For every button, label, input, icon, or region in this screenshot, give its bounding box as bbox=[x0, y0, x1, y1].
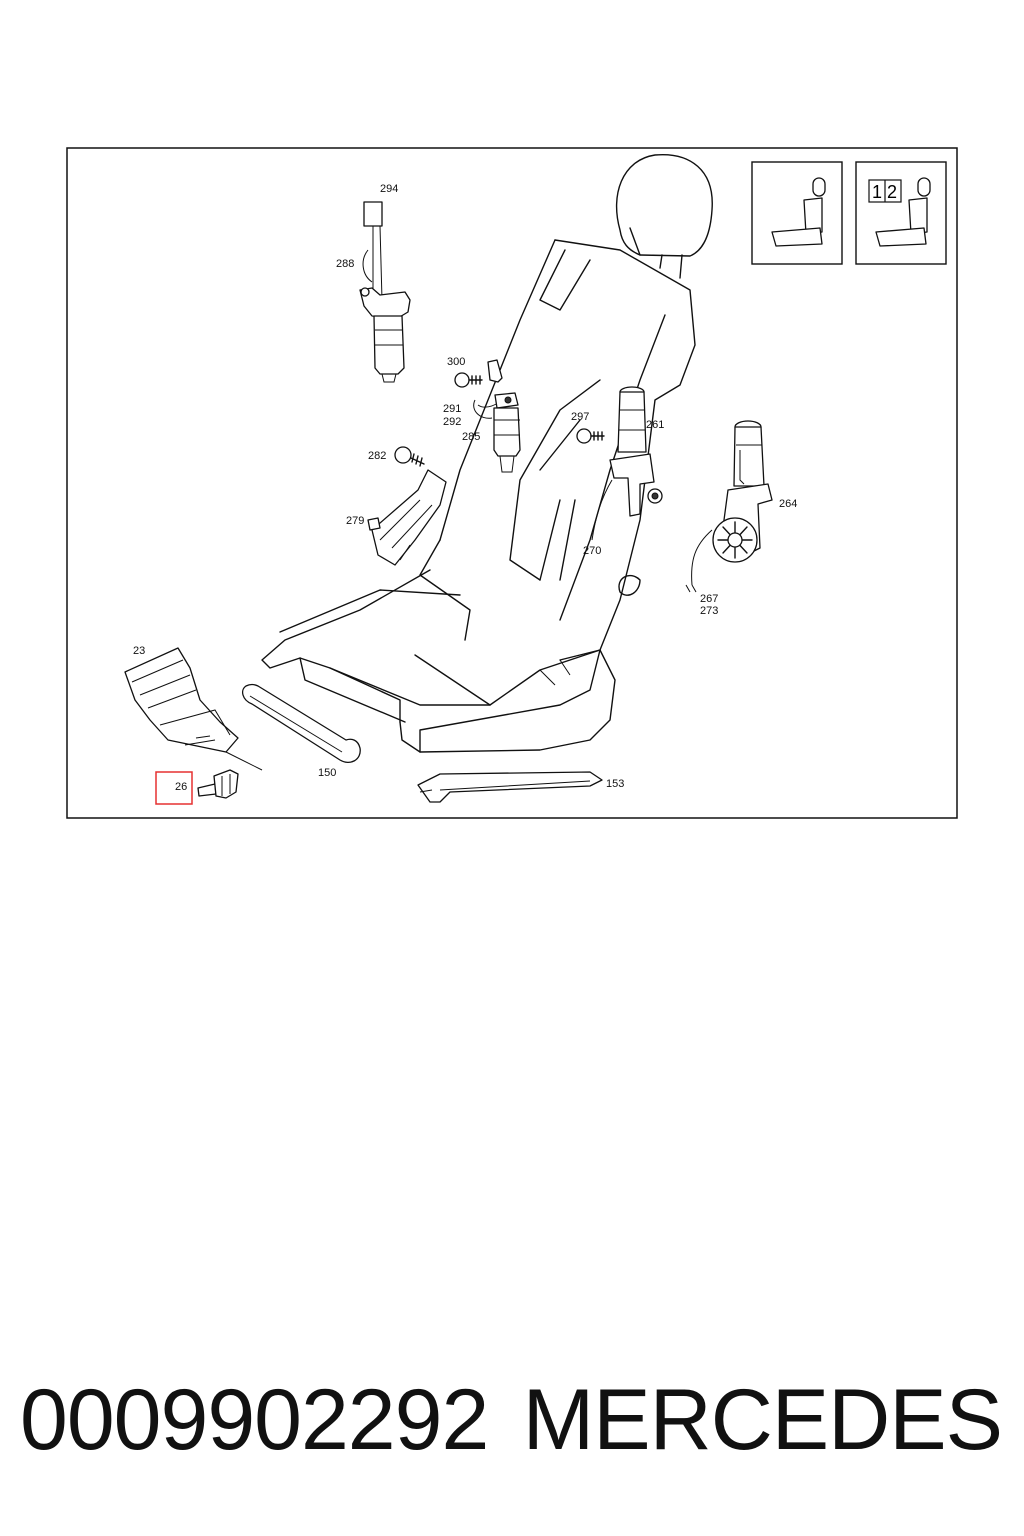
part-300-screw bbox=[454, 372, 483, 388]
part-153-trim bbox=[417, 771, 603, 803]
callout-294[interactable]: 294 bbox=[380, 183, 398, 195]
part-150-seal-strip bbox=[241, 683, 361, 763]
callout-261[interactable]: 261 bbox=[646, 419, 664, 431]
part-297-screw bbox=[576, 428, 605, 444]
part-282-screw bbox=[394, 446, 425, 467]
callout-279[interactable]: 279 bbox=[346, 515, 364, 527]
part-23-cover bbox=[124, 647, 263, 771]
seat-frame bbox=[261, 154, 713, 753]
callout-282[interactable]: 282 bbox=[368, 450, 386, 462]
seat-memory-legend-box: 12 bbox=[855, 161, 947, 265]
callout-297[interactable]: 297 bbox=[571, 411, 589, 423]
callout-23[interactable]: 23 bbox=[133, 645, 145, 657]
callout-291[interactable]: 291 bbox=[443, 403, 461, 415]
part-279-bracket bbox=[367, 469, 447, 566]
callout-267[interactable]: 267 bbox=[700, 593, 718, 605]
callout-288[interactable]: 288 bbox=[336, 258, 354, 270]
callout-150[interactable]: 150 bbox=[318, 767, 336, 779]
part-number: 0009902292 bbox=[20, 1372, 489, 1468]
callout-264[interactable]: 264 bbox=[779, 498, 797, 510]
memory-digits: 12 bbox=[872, 182, 902, 202]
callout-300[interactable]: 300 bbox=[447, 356, 465, 368]
part-261-backrest-motor bbox=[591, 386, 663, 541]
seat-adjust-legend-box bbox=[751, 161, 843, 265]
selected-part-highlight[interactable] bbox=[155, 771, 193, 805]
brand-name: MERCEDES bbox=[522, 1372, 1003, 1468]
part-264-lumbar-motor bbox=[685, 420, 773, 593]
product-footer: 0009902292 MERCEDES bbox=[0, 1370, 1024, 1470]
callout-285[interactable]: 285 bbox=[462, 431, 480, 443]
part-288-height-motor bbox=[359, 201, 411, 383]
callout-273[interactable]: 273 bbox=[700, 605, 718, 617]
callout-26[interactable]: 26 bbox=[175, 781, 187, 793]
part-285-motor bbox=[473, 359, 521, 473]
seat-icon bbox=[875, 177, 931, 247]
callout-153[interactable]: 153 bbox=[606, 778, 624, 790]
callout-292[interactable]: 292 bbox=[443, 416, 461, 428]
part-26-clip bbox=[197, 769, 239, 799]
callout-270[interactable]: 270 bbox=[583, 545, 601, 557]
seat-icon bbox=[771, 177, 826, 247]
